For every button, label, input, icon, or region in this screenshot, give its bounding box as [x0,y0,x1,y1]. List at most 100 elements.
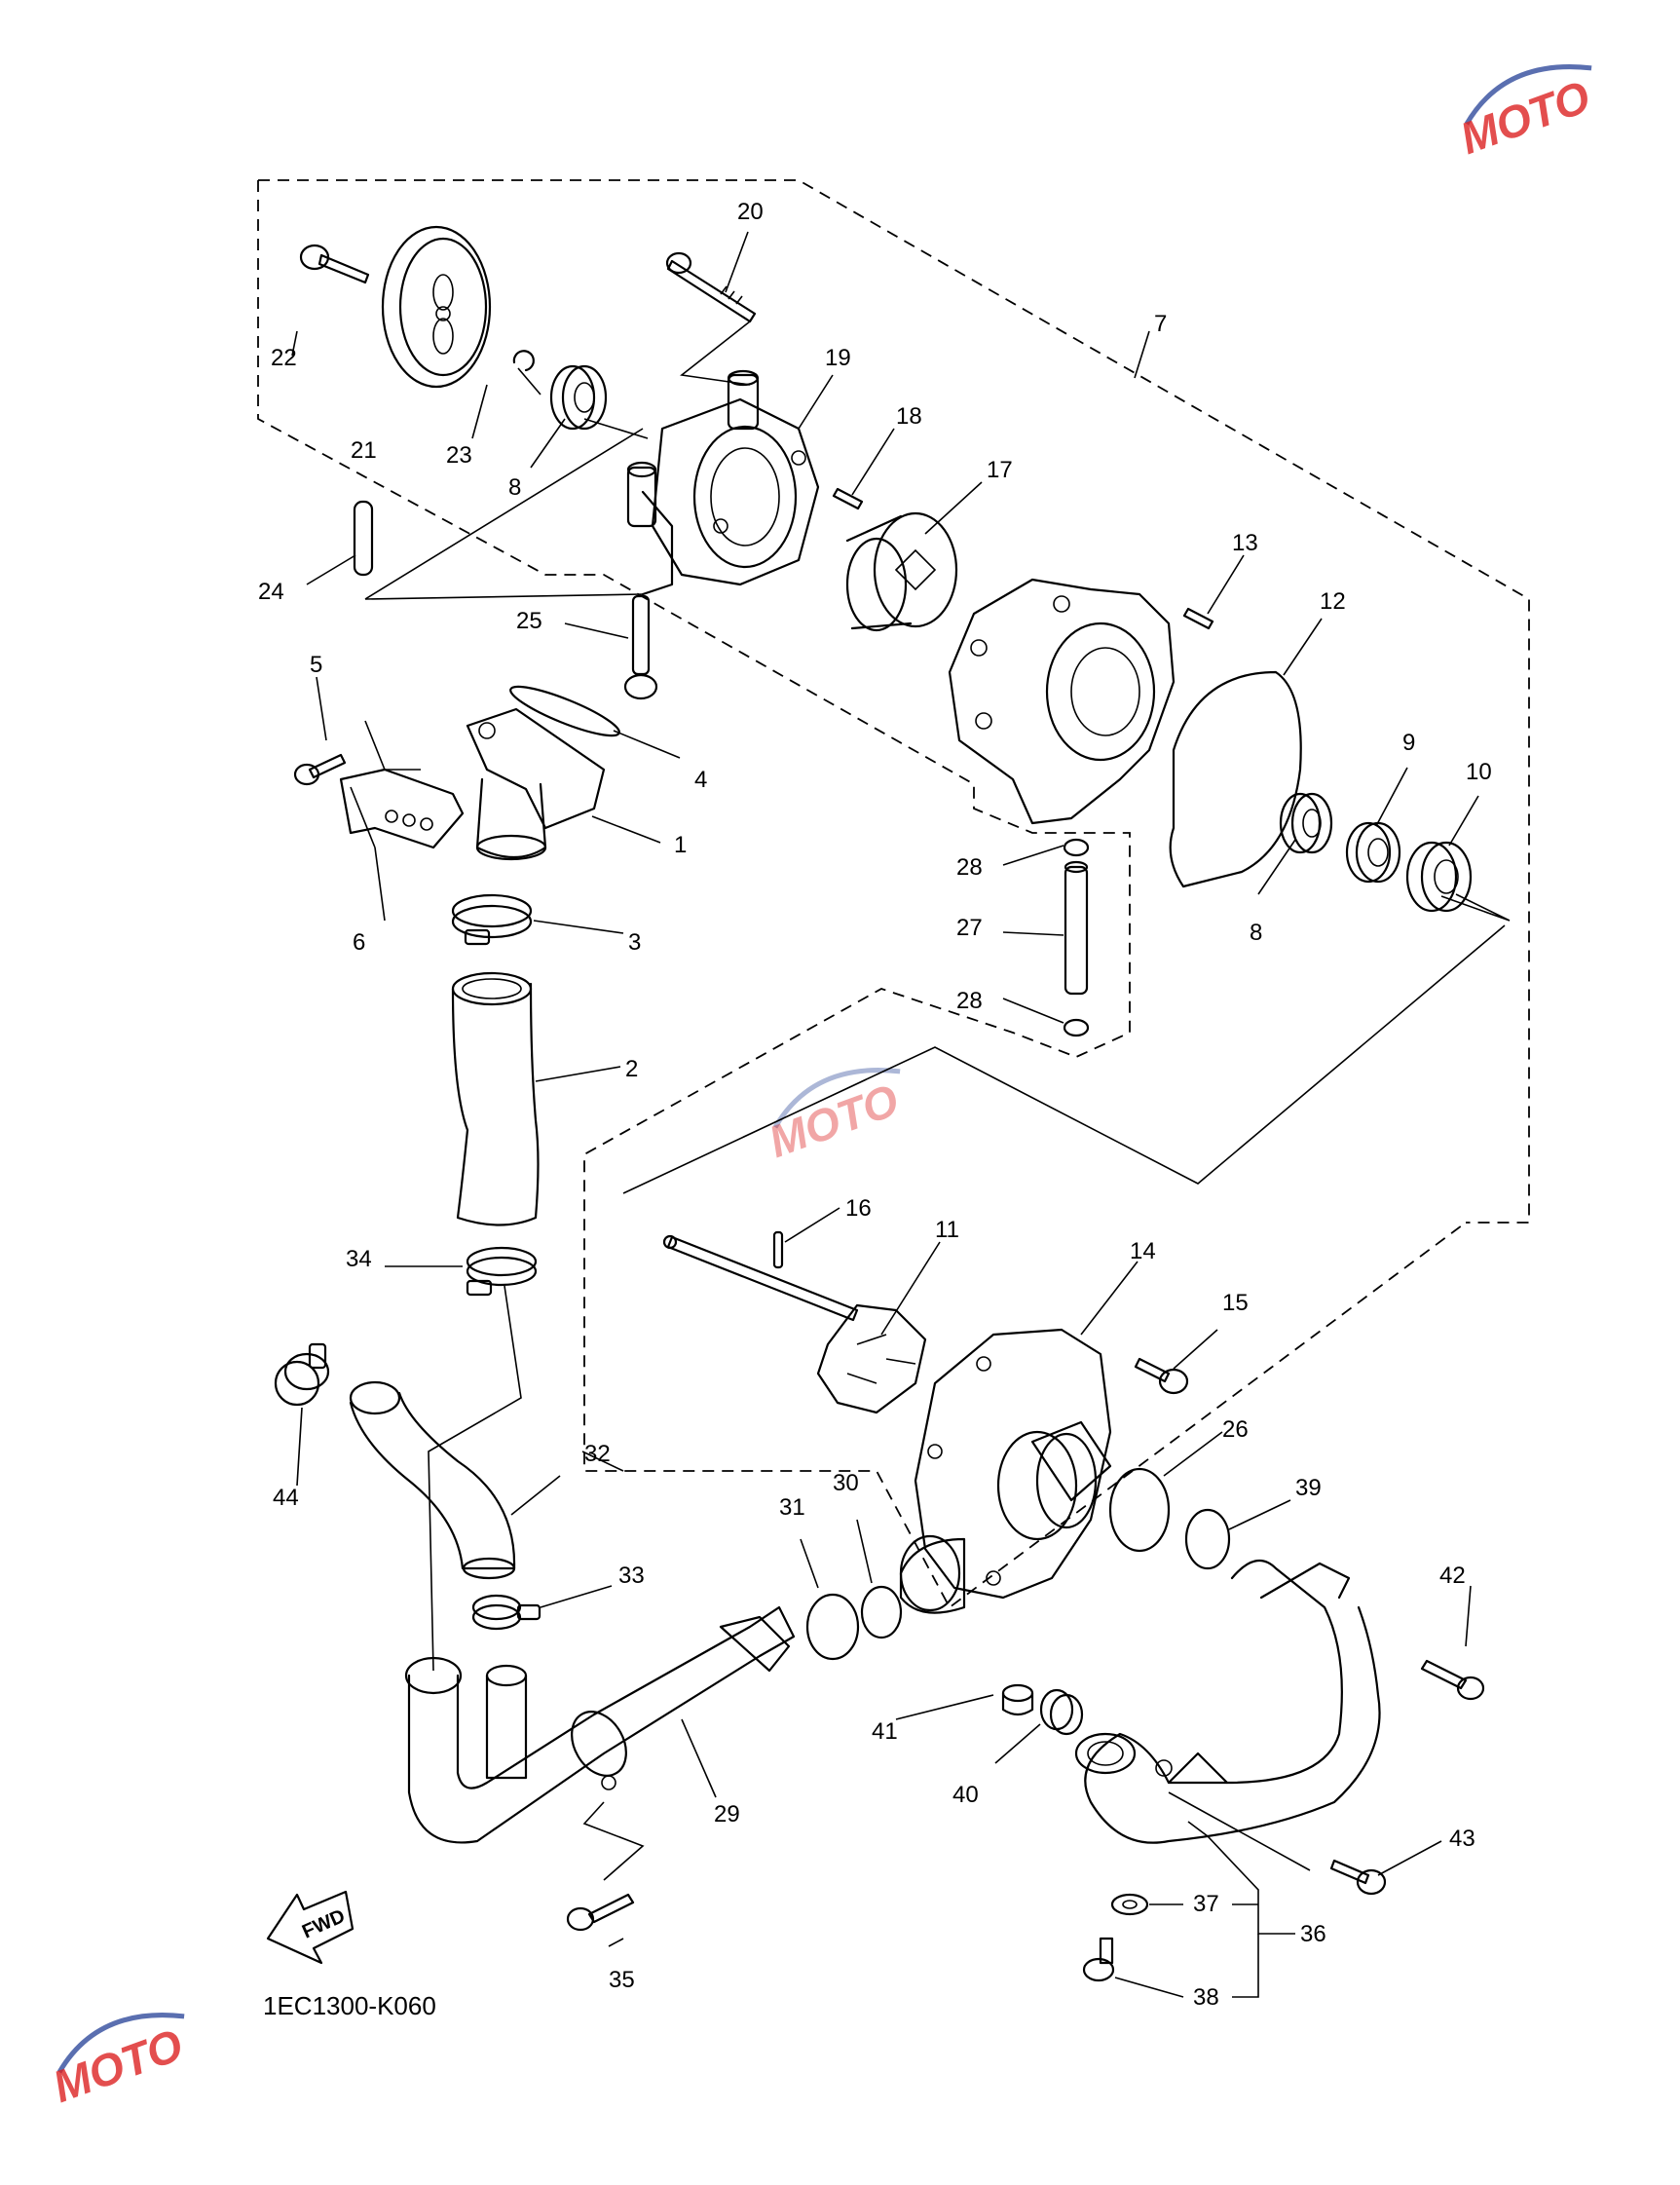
callout-24: 24 [258,579,284,605]
svg-text:MOTO: MOTO [46,2018,189,2112]
circlip-23 [512,350,535,372]
bearing-8-upper [549,364,608,431]
leader-lines [291,231,1511,1998]
hose-clamp-44 [274,1342,330,1407]
o-ring-28-upper [1063,838,1090,857]
assembly-7-boundary [258,179,1530,1224]
sprocket-21 [381,225,492,389]
pump-cover [948,578,1176,825]
o-ring-28-lower [1063,1018,1090,1037]
pipe-36 [1074,1559,1381,1844]
bracket-6 [339,768,465,849]
callout-28-lower: 28 [956,988,983,1014]
pin-18 [832,487,864,510]
callout-17: 17 [987,457,1013,483]
callout-43: 43 [1449,1826,1475,1852]
pipe-29 [404,1605,796,1844]
watermark-logo-top-right: MOTO [1453,64,1596,164]
callout-38: 38 [1193,1984,1219,2011]
hose-2 [451,971,540,1226]
o-ring-4 [509,685,620,737]
watermark-logo-bottom-left: MOTO [46,2013,189,2112]
pin-16 [772,1230,784,1269]
bolt-5 [293,753,347,786]
assembly-7-lower-left-boundary [257,180,1467,1609]
seal-10 [1405,841,1473,913]
o-ring-31 [805,1593,860,1661]
callout-42: 42 [1439,1563,1466,1589]
callout-1: 1 [674,832,687,858]
damper-40 [1039,1688,1084,1736]
callout-18: 18 [896,403,922,430]
o-ring-26 [1108,1467,1171,1553]
hose-clamp-3 [451,893,533,946]
callout-31: 31 [779,1494,805,1521]
callout-28-upper: 28 [956,854,983,881]
hose-clamp-34 [466,1246,538,1297]
callout-27: 27 [956,915,983,941]
callout-10: 10 [1466,759,1492,785]
callout-35: 35 [609,1967,635,1993]
callout-15-label: 15 [1222,1290,1249,1316]
damper-41 [1001,1683,1034,1716]
callout-14-label: 14 [1130,1238,1156,1264]
svg-text:MOTO: MOTO [762,1074,905,1167]
gasket-12 [1169,670,1302,888]
pump-cover-14 [899,1328,1112,1614]
bolt-20 [665,251,757,323]
callout-4: 4 [694,767,707,793]
callout-5: 5 [310,652,322,678]
bolt-43 [1329,1859,1387,1896]
callout-36: 36 [1300,1921,1326,1947]
bolt-25 [623,594,658,700]
callout-22: 22 [271,345,297,371]
callout-19: 19 [825,345,851,371]
callout-44: 44 [273,1485,299,1511]
callout-26-label: 26 [1222,1416,1249,1443]
callout-32: 32 [584,1441,611,1467]
collar-on-housing [626,461,657,528]
callout-25: 25 [516,608,542,634]
assembly-main-outline [622,924,1506,1194]
impeller-shaft-11 [662,1234,927,1414]
callout-33: 33 [618,1563,645,1589]
forward-direction-arrow [266,1890,355,1965]
callout-34: 34 [346,1246,372,1272]
callout-3: 3 [628,929,641,956]
svg-text:MOTO: MOTO [1453,70,1596,164]
hose-32 [349,1380,516,1580]
callout-2: 2 [625,1056,638,1082]
inlet-housing-1 [466,707,606,861]
bolt-42 [1420,1659,1485,1701]
fwd-label: FWD [299,1905,349,1943]
callout-8-lower: 8 [1250,920,1262,946]
callout-9: 9 [1402,730,1415,756]
callout-6: 6 [353,929,365,956]
callout-12: 12 [1320,588,1346,615]
dowel-pin-24 [353,500,374,577]
pin-13 [1182,607,1214,630]
washer-37 [1110,1893,1149,1916]
o-ring-30 [860,1585,903,1639]
callout-41: 41 [872,1718,898,1745]
watermark-logo-center: MOTO [762,1068,905,1167]
callout-labels: 20 22 21 23 8 19 18 17 7 13 12 24 25 5 4… [258,199,1492,2011]
callout-7: 7 [1154,311,1167,337]
o-ring-39 [1184,1508,1231,1570]
hose-clamp-33 [471,1594,541,1631]
callout-11: 11 [935,1217,959,1243]
callout-13: 13 [1232,530,1258,556]
callout-29: 29 [714,1801,740,1827]
callout-16: 16 [845,1195,872,1222]
callout-37: 37 [1193,1891,1219,1917]
callout-39: 39 [1295,1475,1322,1501]
bolt-35 [566,1893,635,1932]
callout-8-upper: 8 [508,474,521,501]
diagram-code: 1EC1300-K060 [263,1991,436,2020]
callout-20: 20 [737,199,764,225]
washer-9 [1345,821,1401,884]
drain-bolt-38 [1082,1937,1115,1982]
rotor-17 [845,511,958,632]
